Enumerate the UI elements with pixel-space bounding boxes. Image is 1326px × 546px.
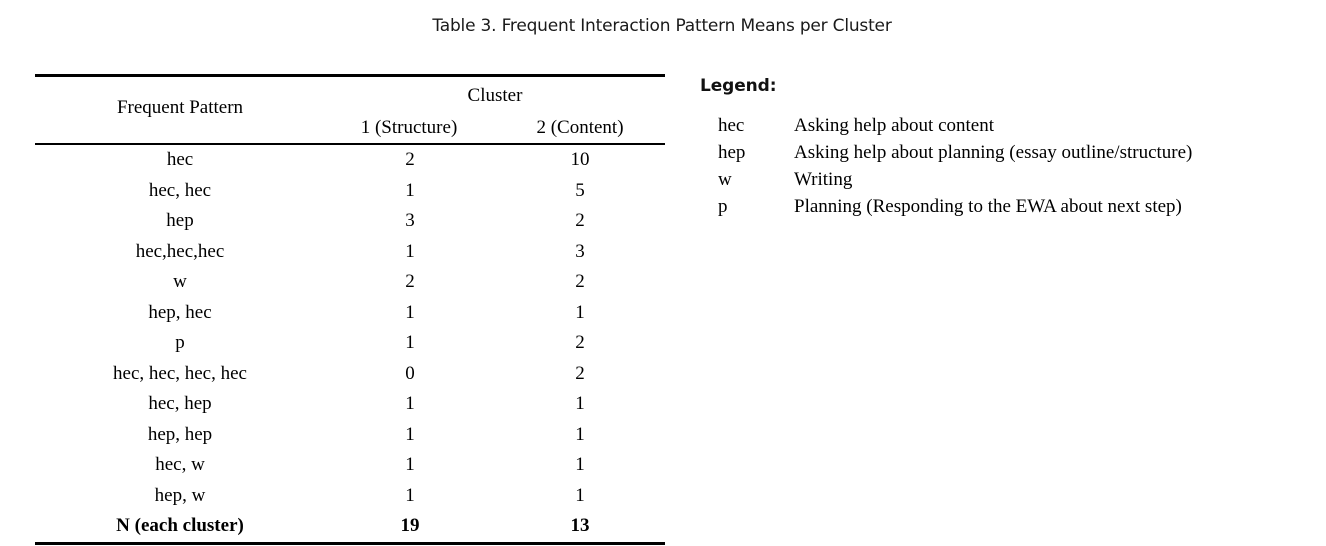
table-caption-text: Table 3. Frequent Interaction Pattern Me…: [432, 16, 892, 36]
legend-description: Planning (Responding to the EWA about ne…: [794, 196, 1182, 217]
legend-title: Legend:: [700, 76, 777, 96]
table-row: hec,hec,hec 1 3: [35, 237, 665, 268]
cell-cluster-1: 0: [405, 362, 415, 384]
header-cluster-2: 2 (Content): [536, 117, 624, 138]
cell-cluster-2: 3: [575, 240, 585, 262]
table-body: Frequent Pattern Cluster 1 (Structure) 2…: [35, 74, 665, 546]
cell-pattern: hep, hep: [147, 423, 213, 445]
list-item: hec Asking help about content: [700, 112, 1310, 139]
table-rule-top: [35, 74, 665, 78]
cell-cluster-2: 1: [575, 393, 585, 414]
table-row: p 1 2: [35, 328, 665, 359]
cell-cluster-1: 1: [405, 332, 415, 353]
cell-pattern: hec,hec,hec: [135, 240, 225, 262]
table-row: hep 3 2: [35, 206, 665, 237]
table-row: w 2 2: [35, 267, 665, 298]
table-total-row: N (each cluster) 19 13: [35, 511, 665, 543]
cell-pattern: w: [173, 271, 187, 292]
cell-cluster-2: 2: [575, 362, 585, 384]
legend-description: Writing: [794, 169, 853, 190]
cell-cluster-1: 2: [405, 271, 415, 292]
table-rule-bottom: [35, 541, 665, 546]
list-item: w Writing: [700, 166, 1310, 193]
rule-line: [35, 541, 665, 546]
cell-pattern: hec, hep: [148, 393, 212, 414]
cell-cluster-1: 1: [405, 393, 415, 414]
cell-cluster-1: 2: [405, 149, 415, 170]
cell-pattern: hep, hec: [148, 301, 212, 323]
cell-pattern: hec, hec: [148, 179, 212, 201]
legend-description: Asking help about content: [794, 115, 994, 136]
table-header-row: Frequent Pattern Cluster: [35, 77, 665, 118]
cell-total-cluster-2: 13: [570, 515, 590, 536]
table-row: hec, hec, hec, hec 0 2: [35, 359, 665, 390]
cell-cluster-2: 1: [575, 454, 585, 475]
header-cluster-group: Cluster: [467, 85, 523, 106]
cell-pattern: hec, w: [155, 454, 205, 475]
cell-total-label: N (each cluster): [116, 515, 244, 536]
cell-pattern: hec: [166, 149, 194, 170]
cell-cluster-2: 1: [575, 301, 585, 323]
table-row: hec 2 10: [35, 145, 665, 176]
table-row: hep, hec 1 1: [35, 298, 665, 329]
cell-pattern: hep: [166, 210, 194, 231]
frequent-pattern-table: Frequent Pattern Cluster 1 (Structure) 2…: [35, 74, 665, 546]
frequent-pattern-table-block: Frequent Pattern Cluster 1 (Structure) 2…: [35, 74, 665, 546]
cell-cluster-2: 5: [575, 179, 585, 201]
table-row: hec, hep 1 1: [35, 389, 665, 420]
table-row: hec, hec 1 5: [35, 176, 665, 207]
cell-cluster-1: 1: [405, 240, 415, 262]
table-row: hec, w 1 1: [35, 450, 665, 481]
rule-line: [35, 74, 665, 78]
list-item: hep Asking help about planning (essay ou…: [700, 139, 1310, 166]
cell-cluster-2: 1: [575, 423, 585, 445]
legend-key: p: [718, 196, 728, 217]
table-row: hep, w 1 1: [35, 481, 665, 512]
cell-cluster-1: 1: [405, 179, 415, 201]
cell-cluster-2: 2: [575, 271, 585, 292]
cell-pattern: hec, hec, hec, hec: [113, 362, 247, 384]
header-cluster-1: 1 (Structure): [360, 117, 458, 138]
cell-cluster-1: 1: [405, 423, 415, 445]
table-caption: Table 3. Frequent Interaction Pattern Me…: [0, 16, 1326, 36]
legend-key: hec: [718, 115, 745, 136]
legend-description: Asking help about planning (essay outlin…: [794, 142, 1193, 163]
list-item: p Planning (Responding to the EWA about …: [700, 193, 1310, 220]
cell-cluster-1: 3: [405, 210, 415, 231]
cell-cluster-1: 1: [405, 484, 415, 506]
cell-pattern: p: [175, 332, 185, 353]
legend-key: hep: [718, 142, 746, 163]
cell-cluster-2: 2: [575, 210, 585, 231]
cell-cluster-2: 10: [570, 149, 590, 170]
cell-cluster-2: 2: [575, 332, 585, 353]
header-frequent-pattern: Frequent Pattern: [116, 97, 244, 118]
cell-cluster-1: 1: [405, 301, 415, 323]
cell-pattern: hep, w: [154, 484, 206, 506]
legend: Legend: hec Asking help about content he…: [700, 76, 1310, 220]
cell-total-cluster-1: 19: [400, 515, 420, 536]
cell-cluster-2: 1: [575, 484, 585, 506]
table-subheader-row: 1 (Structure) 2 (Content): [35, 109, 665, 144]
cell-cluster-1: 1: [405, 454, 415, 475]
table-row: hep, hep 1 1: [35, 420, 665, 451]
legend-key: w: [718, 169, 732, 190]
legend-list: hec Asking help about content hep Asking…: [700, 112, 1310, 220]
